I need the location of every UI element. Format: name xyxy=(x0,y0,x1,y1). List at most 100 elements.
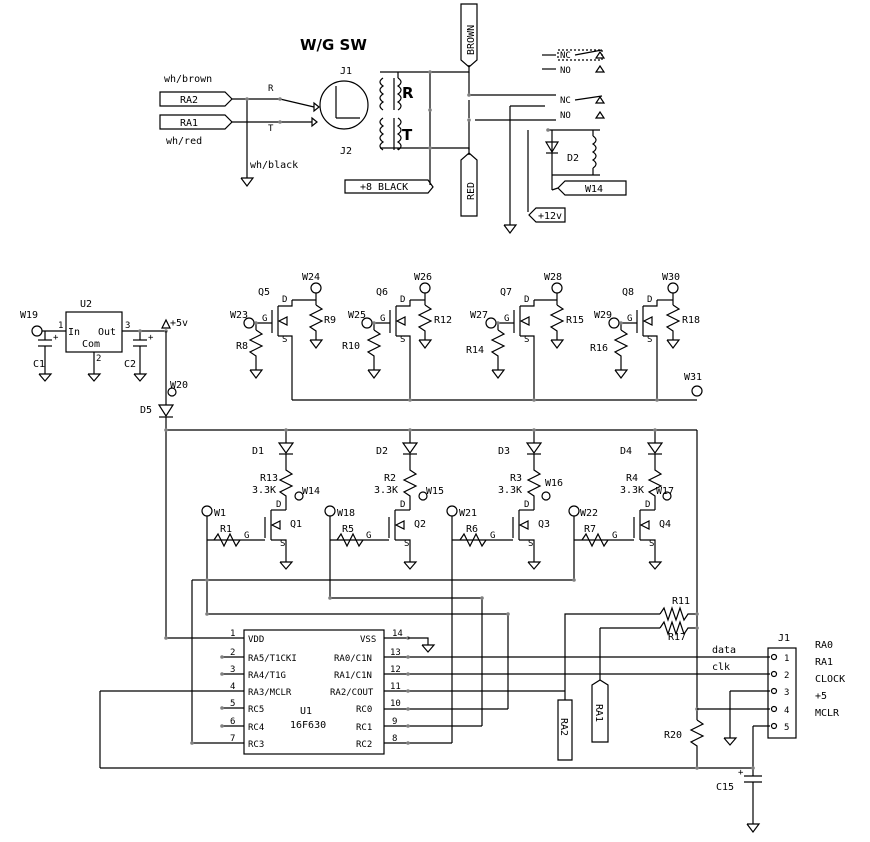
svg-text:RA1: RA1 xyxy=(815,657,833,668)
svg-text:RA0/C1N: RA0/C1N xyxy=(334,654,372,664)
svg-text:W23: W23 xyxy=(230,310,248,321)
svg-text:D: D xyxy=(276,500,281,510)
svg-text:VSS: VSS xyxy=(360,635,376,645)
svg-text:D2: D2 xyxy=(567,153,579,164)
svg-text:In: In xyxy=(68,327,80,338)
svg-text:RA1/C1N: RA1/C1N xyxy=(334,671,372,681)
svg-text:S: S xyxy=(647,335,652,345)
bottom-fet-2: D2 R2 3.3K W15 D S Q2 R5 G W18 xyxy=(324,428,444,570)
wh-black-label: wh/black xyxy=(250,160,298,171)
svg-text:3.3K: 3.3K xyxy=(620,485,644,496)
svg-text:RC1: RC1 xyxy=(356,723,372,733)
svg-text:D: D xyxy=(400,295,405,305)
mcu-u1: U1 16F630 1 VDD 2 RA5/T1CKI 3 RA4/T1G 4 … xyxy=(100,629,770,755)
svg-text:5: 5 xyxy=(784,723,789,733)
top-fet-3: Q7 W27 G D S R14 W28 R15 xyxy=(466,272,584,400)
svg-text:5: 5 xyxy=(230,699,235,709)
svg-text:R7: R7 xyxy=(584,524,596,535)
svg-text:4: 4 xyxy=(230,682,235,692)
svg-text:S: S xyxy=(400,335,405,345)
wh-red-label: wh/red xyxy=(166,136,202,147)
red-connector: RED xyxy=(460,152,478,217)
r-small-label: R xyxy=(268,84,274,94)
svg-text:D5: D5 xyxy=(140,405,152,416)
svg-text:16F630: 16F630 xyxy=(290,720,326,731)
top-fet-1: Q5 W23 G D S R8 W24 R9 xyxy=(230,272,336,400)
ra1-input-flag: RA1 xyxy=(159,114,233,130)
svg-text:Q2: Q2 xyxy=(414,519,426,530)
svg-text:W17: W17 xyxy=(656,486,674,497)
svg-text:G: G xyxy=(627,314,632,324)
svg-text:1: 1 xyxy=(784,654,789,664)
top-fet-ground-rail: W31 xyxy=(292,372,703,402)
svg-text:G: G xyxy=(612,531,617,541)
svg-text:RA1: RA1 xyxy=(180,118,198,129)
svg-text:R6: R6 xyxy=(466,524,478,535)
svg-text:D: D xyxy=(645,500,650,510)
svg-text:G: G xyxy=(262,314,267,324)
svg-text:J1: J1 xyxy=(778,633,790,644)
svg-text:RA3/MCLR: RA3/MCLR xyxy=(248,688,292,698)
svg-text:G: G xyxy=(504,314,509,324)
svg-text:RC0: RC0 xyxy=(356,705,372,715)
svg-text:12: 12 xyxy=(390,665,401,675)
svg-text:R14: R14 xyxy=(466,345,484,356)
input-wiring xyxy=(232,97,320,187)
svg-text:clk: clk xyxy=(712,662,730,673)
bottom-fet-1: D1 R13 3.3K W14 D S Q1 R1 G W1 xyxy=(201,428,320,570)
svg-text:3: 3 xyxy=(230,665,235,675)
svg-text:11: 11 xyxy=(390,682,401,692)
svg-text:T: T xyxy=(402,126,413,144)
svg-text:U2: U2 xyxy=(80,299,92,310)
svg-text:NO: NO xyxy=(560,66,571,76)
svg-text:S: S xyxy=(282,335,287,345)
programming-header: R11 R17 R20 RA2 RA1 data clk J1 1 2 3 4 … xyxy=(99,430,845,833)
svg-text:Q4: Q4 xyxy=(659,519,671,530)
svg-text:D: D xyxy=(647,295,652,305)
svg-text:3: 3 xyxy=(784,688,789,698)
svg-text:Q5: Q5 xyxy=(258,287,270,298)
svg-text:13: 13 xyxy=(390,648,401,658)
svg-text:D1: D1 xyxy=(252,446,264,457)
svg-text:W14: W14 xyxy=(302,486,320,497)
svg-text:Com: Com xyxy=(82,339,100,350)
svg-text:S: S xyxy=(404,539,409,549)
svg-text:1: 1 xyxy=(58,321,63,331)
svg-text:3.3K: 3.3K xyxy=(498,485,522,496)
svg-text:NC: NC xyxy=(560,96,571,106)
svg-text:R3: R3 xyxy=(510,473,522,484)
svg-text:data: data xyxy=(712,645,736,656)
svg-text:C1: C1 xyxy=(33,359,45,370)
svg-text:D4: D4 xyxy=(620,446,632,457)
svg-text:W16: W16 xyxy=(545,478,563,489)
svg-text:CLOCK: CLOCK xyxy=(815,674,845,685)
svg-text:W15: W15 xyxy=(426,486,444,497)
svg-text:+: + xyxy=(148,333,154,343)
svg-text:R5: R5 xyxy=(342,524,354,535)
top-fet-2: Q6 W25 G D S R10 W26 R12 xyxy=(342,272,452,400)
brown-connector: BROWN xyxy=(460,3,478,68)
svg-text:R: R xyxy=(402,84,414,102)
svg-text:NC: NC xyxy=(560,51,571,61)
title: W/G SW xyxy=(300,36,367,54)
svg-text:RC2: RC2 xyxy=(356,740,372,750)
svg-text:W22: W22 xyxy=(580,508,598,519)
svg-text:G: G xyxy=(380,314,385,324)
upper-rails: +12v xyxy=(503,105,566,234)
svg-text:3.3K: 3.3K xyxy=(252,485,276,496)
svg-text:R18: R18 xyxy=(682,315,700,326)
t-small-label: T xyxy=(268,124,274,134)
svg-text:+: + xyxy=(738,768,744,778)
svg-text:R2: R2 xyxy=(384,473,396,484)
svg-text:Q6: Q6 xyxy=(376,287,388,298)
svg-text:R4: R4 xyxy=(626,473,638,484)
svg-text:R17: R17 xyxy=(668,632,686,643)
svg-text:D2: D2 xyxy=(376,446,388,457)
svg-text:+8 BLACK: +8 BLACK xyxy=(360,182,408,193)
svg-text:MCLR: MCLR xyxy=(815,708,840,719)
svg-text:2: 2 xyxy=(96,354,101,364)
plus8-black-connector: +8 BLACK xyxy=(344,179,434,194)
svg-text:C15: C15 xyxy=(716,782,734,793)
svg-text:C2: C2 xyxy=(124,359,136,370)
